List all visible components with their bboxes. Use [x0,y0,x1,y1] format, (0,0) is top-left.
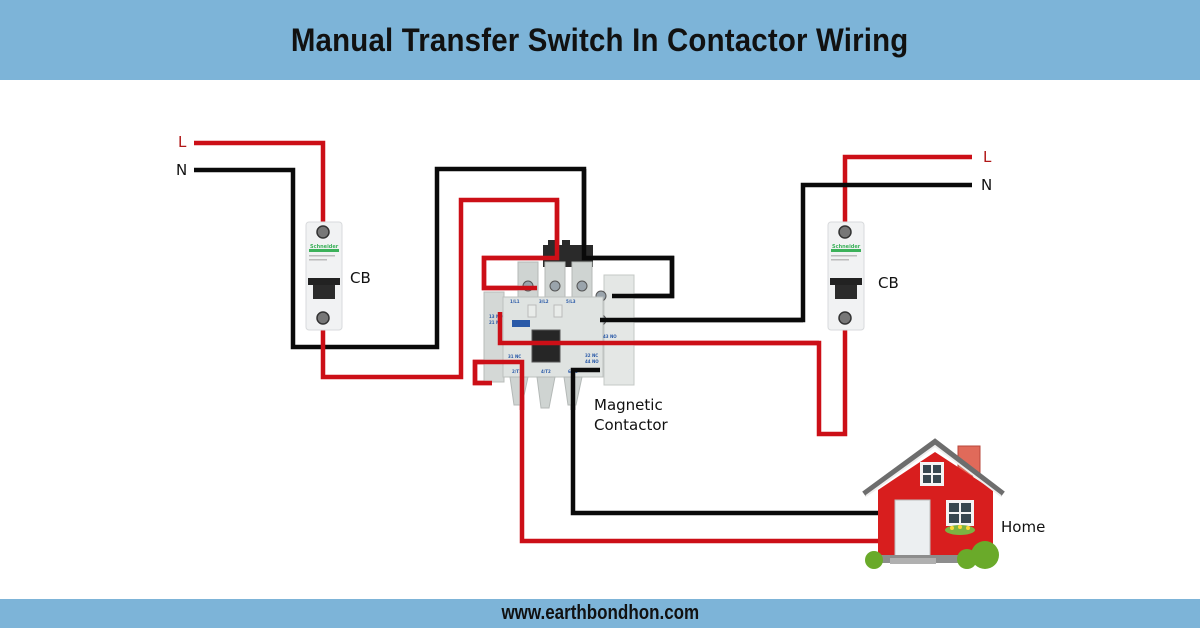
home-door [894,499,931,557]
right-breaker-bottom-terminal [838,311,852,325]
right-breaker-toggle [830,278,862,285]
contactor-label-line2: Contactor [594,416,669,434]
left-breaker-label: CB [350,269,371,287]
right-live-wire-in [842,154,972,232]
contactor-label-line1: Magnetic [594,396,663,414]
website-link[interactable]: www.earthbondhon.com [501,602,699,624]
page-title: Manual Transfer Switch In Contactor Wiri… [291,21,909,58]
aux-21-nc: 21 NC [489,320,502,325]
terminal-3-l2: 3/L2 [539,299,549,304]
magnetic-contactor: 1/L1 3/L2 5/L3 13 NO 21 NC 43 NO 31 NC 3… [483,240,635,409]
right-neutral-wire [600,182,972,323]
aux-44-no: 44 NO [585,359,599,364]
right-neutral-label: N [981,176,992,194]
left-breaker-top-terminal [316,225,330,239]
left-live-wire-in [194,140,326,232]
aux-13-no: 13 NO [489,314,503,319]
right-circuit-breaker: Schneider [827,221,865,331]
contactor-window [531,329,561,363]
terminal-1-l1: 1/L1 [510,299,520,304]
left-breaker-brand: Schneider [310,244,339,250]
left-neutral-label: N [176,161,187,179]
aux-43-no: 43 NO [603,334,617,339]
load-neutral-wire [570,367,880,516]
aux-31-nc: 31 NC [508,354,521,359]
terminal-5-l3: 5/L3 [566,299,576,304]
left-circuit-breaker: Schneider [305,221,343,331]
right-breaker-label: CB [878,274,899,292]
terminal-2-t1: 2/T1 [512,369,522,374]
left-breaker-toggle [308,278,340,285]
home-label: Home [1001,518,1045,536]
right-live-label: L [983,148,992,166]
terminal-4-t2: 4/T2 [541,369,551,374]
title-banner: Manual Transfer Switch In Contactor Wiri… [0,0,1200,80]
left-live-label: L [178,133,187,151]
right-breaker-top-terminal [838,225,852,239]
footer-banner: www.earthbondhon.com [0,599,1200,628]
aux-32-nc: 32 NC [585,353,598,358]
home-icon [862,438,1005,569]
left-breaker-bottom-terminal [316,311,330,325]
right-breaker-brand: Schneider [832,244,861,250]
